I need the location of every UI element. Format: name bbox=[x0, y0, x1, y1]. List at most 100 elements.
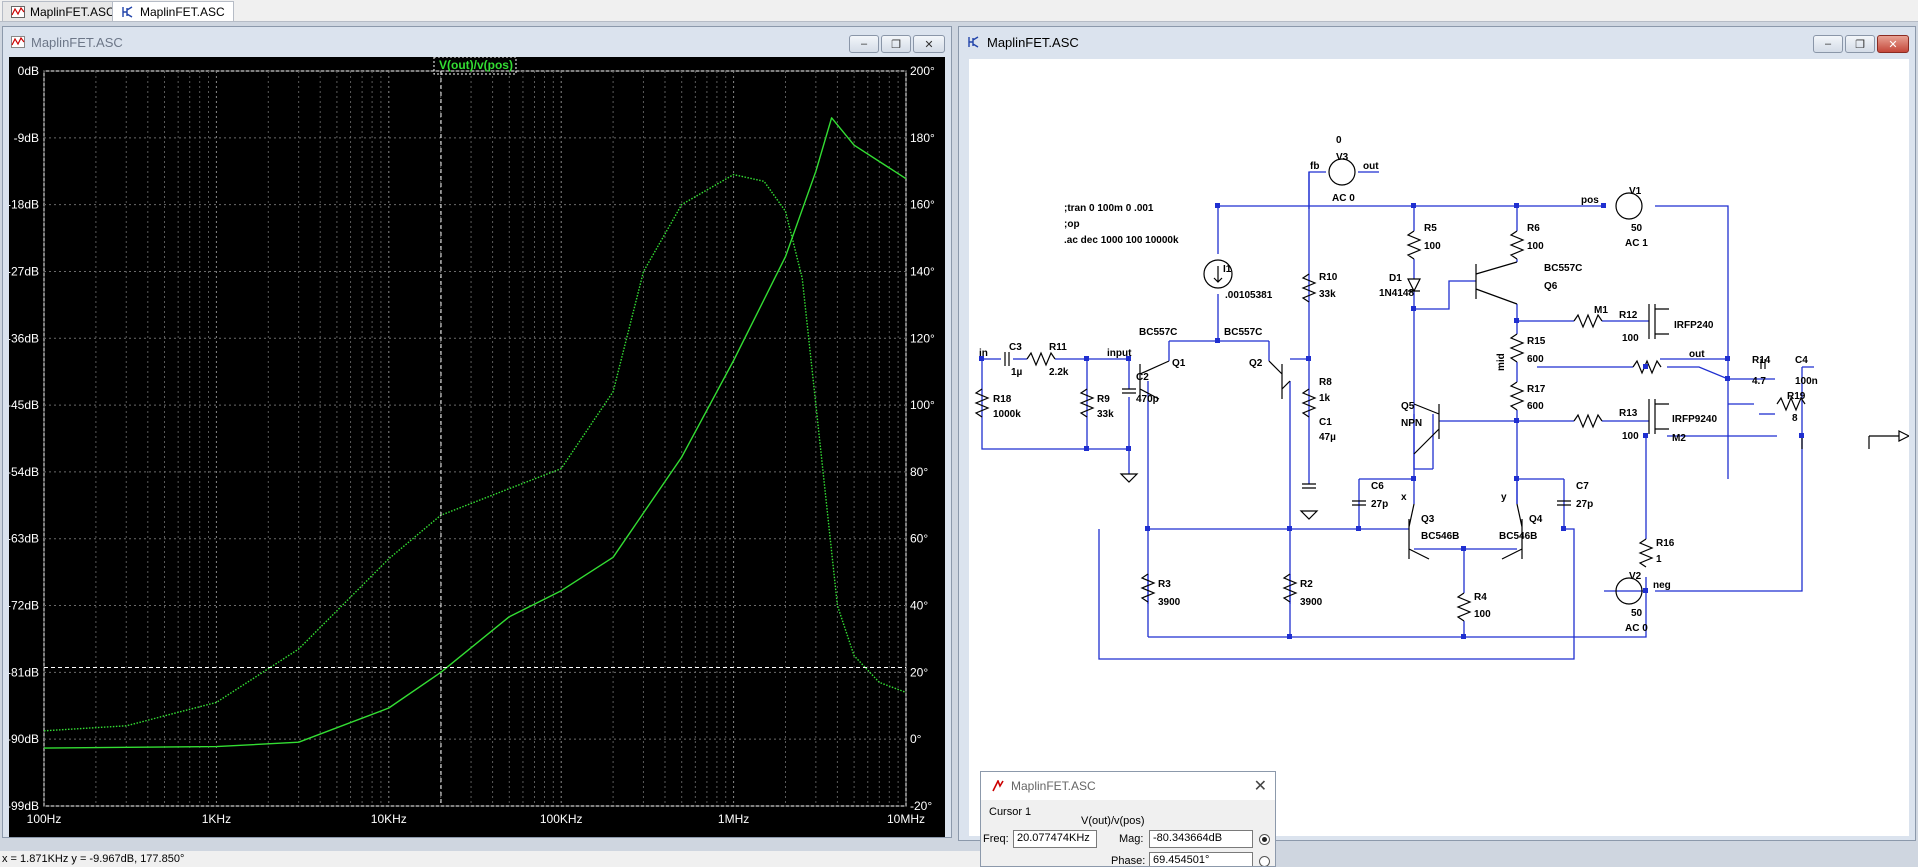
label-r12: R12 bbox=[1619, 310, 1638, 321]
label-r16-value: 1 bbox=[1656, 554, 1662, 565]
y-tick-label-left: -90dB bbox=[9, 732, 39, 746]
label-v2-ac: AC 0 bbox=[1625, 623, 1648, 634]
tab-schematic-label: MaplinFET.ASC bbox=[140, 4, 225, 19]
label-r4-value: 100 bbox=[1474, 609, 1491, 620]
label-y: y bbox=[1501, 492, 1507, 503]
y-tick-label-left: -54dB bbox=[9, 465, 39, 479]
label-r6: R6 bbox=[1527, 223, 1540, 234]
label-c2-value: 470p bbox=[1136, 394, 1159, 405]
restore-button[interactable]: ❐ bbox=[881, 35, 911, 53]
trace-label: V(out)/v(pos) bbox=[439, 58, 513, 72]
restore-button[interactable]: ❐ bbox=[1845, 35, 1875, 53]
schematic-icon bbox=[122, 5, 133, 18]
label-fb: fb bbox=[1310, 161, 1319, 172]
series-magnitude bbox=[43, 117, 907, 749]
label-r4: R4 bbox=[1474, 592, 1487, 603]
x-tick-label: 1MHz bbox=[718, 812, 749, 826]
schematic-canvas[interactable]: 0 V3 AC 0 fb out ;tran 0 100m 0 .001 ;op… bbox=[969, 59, 1909, 836]
label-r17: R17 bbox=[1527, 384, 1546, 395]
label-c2: C2 bbox=[1136, 372, 1149, 383]
cursor-dialog: MaplinFET.ASC ✕ Cursor 1 V(out)/v(pos) F… bbox=[980, 771, 1276, 867]
label-d1-value: 1N4148 bbox=[1379, 288, 1414, 299]
label-q5: Q5 bbox=[1401, 401, 1415, 412]
series-phase bbox=[43, 173, 907, 732]
schematic-window: MaplinFET.ASC – ❐ ✕ bbox=[958, 26, 1916, 841]
close-button[interactable]: ✕ bbox=[913, 35, 945, 53]
y-tick-label-left: -99dB bbox=[9, 799, 39, 813]
mag-label: Mag: bbox=[1119, 833, 1144, 845]
mag-field[interactable]: -80.343664dB bbox=[1149, 830, 1253, 848]
phase-field[interactable]: 69.454501° bbox=[1149, 852, 1253, 866]
y-tick-label-left: 0dB bbox=[18, 64, 39, 78]
y-tick-label-right: 140° bbox=[910, 264, 935, 278]
restore-icon: ❐ bbox=[891, 38, 901, 51]
label-q6-model: BC557C bbox=[1544, 263, 1582, 274]
restore-icon: ❐ bbox=[1855, 38, 1865, 51]
label-q5-model: NPN bbox=[1401, 418, 1422, 429]
close-icon[interactable]: ✕ bbox=[1253, 778, 1267, 795]
tab-schematic[interactable]: MaplinFET.ASC bbox=[112, 1, 234, 21]
label-r16: R16 bbox=[1656, 538, 1675, 549]
schematic-window-title: MaplinFET.ASC bbox=[987, 34, 1079, 50]
schematic-svg: 0 V3 AC 0 fb out ;tran 0 100m 0 .001 ;op… bbox=[974, 135, 1909, 660]
label-q3: Q3 bbox=[1421, 514, 1435, 525]
phase-radio[interactable] bbox=[1259, 856, 1270, 866]
y-tick-label-right: 60° bbox=[910, 532, 928, 546]
y-tick-label-left: -27dB bbox=[9, 264, 39, 278]
label-v2-value: 50 bbox=[1631, 608, 1643, 619]
y-tick-label-right: 40° bbox=[910, 599, 928, 613]
tab-waveform[interactable]: MaplinFET.ASC bbox=[2, 1, 124, 21]
label-c7: C7 bbox=[1576, 481, 1589, 492]
x-tick-label: 1KHz bbox=[202, 812, 231, 826]
close-icon: ✕ bbox=[924, 38, 934, 51]
y-tick-label-left: -9dB bbox=[14, 131, 39, 145]
y-tick-label-left: -72dB bbox=[9, 599, 39, 613]
label-r14-value: 4.7 bbox=[1752, 376, 1766, 387]
status-text: x = 1.871KHz y = -9.967dB, 177.850° bbox=[2, 853, 185, 865]
label-c6-value: 27p bbox=[1371, 499, 1388, 510]
minimize-button[interactable]: – bbox=[1813, 35, 1843, 53]
waveform-window-titlebar[interactable]: MaplinFET.ASC bbox=[3, 27, 951, 57]
label-d1: D1 bbox=[1389, 273, 1402, 284]
label-r10: R10 bbox=[1319, 272, 1338, 283]
directive-tran: ;tran 0 100m 0 .001 bbox=[1064, 203, 1154, 214]
cursor-dialog-titlebar[interactable]: MaplinFET.ASC ✕ bbox=[981, 772, 1275, 800]
label-out: out bbox=[1689, 349, 1705, 360]
y-tick-label-left: -45dB bbox=[9, 398, 39, 412]
minimize-button[interactable]: – bbox=[849, 35, 879, 53]
label-v1-ac: AC 1 bbox=[1625, 238, 1648, 249]
mag-radio[interactable] bbox=[1259, 834, 1270, 845]
trace-label-box bbox=[433, 57, 517, 75]
ltspice-icon bbox=[992, 780, 1004, 792]
directive-ac: .ac dec 1000 100 10000k bbox=[1064, 235, 1179, 246]
freq-field[interactable]: 20.077474KHz bbox=[1013, 830, 1097, 848]
phase-label: Phase: bbox=[1111, 855, 1146, 867]
cursor-label: Cursor 1 bbox=[989, 806, 1032, 818]
label-r11: R11 bbox=[1049, 342, 1067, 353]
label-r3: R3 bbox=[1158, 579, 1171, 590]
waveform-icon bbox=[11, 36, 25, 48]
y-tick-label-left: -81dB bbox=[9, 665, 39, 679]
label-c6: C6 bbox=[1371, 481, 1384, 492]
label-zero: 0 bbox=[1336, 135, 1342, 146]
schematic-window-titlebar[interactable]: MaplinFET.ASC bbox=[959, 27, 1915, 57]
waveform-window-title: MaplinFET.ASC bbox=[31, 34, 123, 50]
label-neg: neg bbox=[1653, 580, 1671, 591]
label-r13: R13 bbox=[1619, 408, 1638, 419]
y-tick-label-right: 180° bbox=[910, 131, 935, 145]
label-v2: V2 bbox=[1629, 571, 1642, 582]
label-r18-value: 1000k bbox=[993, 409, 1021, 420]
label-r8: R8 bbox=[1319, 377, 1332, 388]
close-button[interactable]: ✕ bbox=[1877, 35, 1909, 53]
label-i1-value: .00105381 bbox=[1225, 290, 1273, 301]
label-m1: M1 bbox=[1594, 305, 1608, 316]
label-mid: mid bbox=[1496, 353, 1507, 371]
label-input: input bbox=[1107, 348, 1132, 359]
label-r19-value: 8 bbox=[1792, 413, 1798, 424]
y-tick-label-left: -36dB bbox=[9, 331, 39, 345]
close-icon: ✕ bbox=[1888, 38, 1898, 51]
y-tick-label-right: 0° bbox=[910, 732, 922, 746]
label-r6-value: 100 bbox=[1527, 241, 1544, 252]
